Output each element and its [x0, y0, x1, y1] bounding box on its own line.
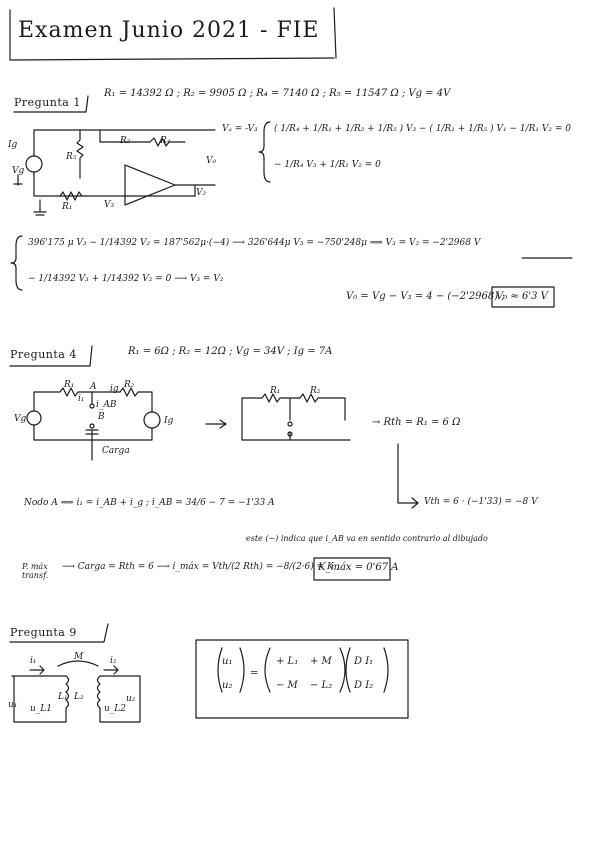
- p1-lbl-v2: V₂: [196, 188, 207, 198]
- p4-lbl-r1: R₁: [64, 380, 75, 390]
- p1-givens: R₁ = 14392 Ω ; R₂ = 9905 Ω ; R₄ = 7140 Ω…: [104, 88, 451, 99]
- p1-system-brace: [10, 235, 23, 291]
- voltage-source-icon: [26, 410, 42, 426]
- p1-lbl-ig: Ig: [8, 140, 18, 150]
- p1-vo: V₀ = Vg − V₃ = 4 − (−2'2968) ;: [346, 291, 505, 302]
- p4-lbl-vg: Vg: [14, 414, 27, 424]
- p9-lbl-l1: L₁: [58, 692, 68, 702]
- p9-lbl-i1: i₁: [30, 656, 37, 666]
- p4-lbl-ig: ig: [110, 384, 119, 394]
- p1-lbl-r2: R₂: [120, 136, 131, 146]
- p4-label: Pregunta 4: [10, 348, 77, 361]
- p4-pmax-label: P. máx transf.: [22, 562, 49, 580]
- p4-nodo: Nodo A ⟹ i₁ = i_AB + i_g ; i_AB = 34/6 −…: [24, 498, 275, 508]
- p4-lbl-a: A: [90, 382, 97, 392]
- p9-r2: D I₂: [354, 680, 374, 691]
- p1-label-underline: [13, 95, 89, 113]
- p1-eq2: − 1/R₄ V₃ + 1/R₁ V₂ = 0: [274, 160, 381, 170]
- p4-thevenin-circuit: [241, 393, 351, 441]
- vth-arrow: [397, 443, 419, 509]
- title-box: [9, 7, 337, 61]
- p1-node-label: Vₐ = -V₃: [222, 124, 258, 134]
- p1-lbl-r5: R₅: [66, 152, 77, 162]
- p4-note: este (−) indica que i_AB va en sentido c…: [246, 534, 488, 543]
- p4-lbl-r2: R₂: [124, 380, 135, 390]
- p1-eq-brace: [258, 121, 271, 183]
- p9-lbl-uc1: u_L1: [30, 704, 52, 714]
- p9-label-underline: [9, 623, 109, 643]
- p9-m12: + M: [310, 656, 332, 667]
- p1-label: Pregunta 1: [14, 96, 81, 109]
- p9-label: Pregunta 9: [10, 626, 77, 639]
- p1-vo-boxed: V₀ ≈ 6'3 V: [496, 291, 548, 302]
- kmax-box: [313, 557, 391, 581]
- page-title: Examen Junio 2021 - FIE: [18, 18, 320, 43]
- p1-sys2: − 1/14392 V₃ + 1/14392 V₂ = 0 ⟶ V₃ = V₂: [28, 274, 224, 284]
- p9-m11: + L₁: [276, 656, 299, 667]
- p4-lbl-iab: i_AB: [96, 400, 117, 410]
- p9-m22: − L₂: [310, 680, 333, 691]
- p9-lbl-u1: u₁: [8, 700, 18, 710]
- current-source-icon-2: [143, 411, 161, 429]
- vo-result-box: [491, 286, 555, 308]
- p4-lbl-carga: Carga: [102, 446, 130, 456]
- p1-circuit: [13, 129, 216, 216]
- p9-lhs-top: u₁: [222, 656, 233, 667]
- p9-matrix-box: [195, 639, 409, 719]
- p4-lbl-igsrc: Ig: [164, 416, 174, 426]
- p4-circuit: [26, 387, 161, 461]
- p1-eq1: ( 1/R₄ + 1/R₁ + 1/R₂ + 1/R₅ ) V₃ − ( 1/R…: [274, 124, 571, 134]
- p9-m21: − M: [276, 680, 298, 691]
- p9-lbl-i2: i₂: [110, 656, 117, 666]
- p9-lbl-l2: L₂: [74, 692, 84, 702]
- matrix-parens: [264, 647, 346, 693]
- p4-lbl-r2b: R₂: [310, 386, 321, 396]
- p9-circuit: [11, 660, 141, 723]
- current-source-icon: [25, 155, 43, 173]
- p9-lbl-m: M: [74, 652, 84, 662]
- rhs-vector-parens: [345, 647, 389, 693]
- p1-lbl-v3: V₃: [104, 200, 115, 210]
- lhs-vector-parens: [217, 647, 245, 693]
- p1-lbl-vo: V₀: [206, 156, 217, 166]
- p9-lbl-uc2: u_L2: [104, 704, 126, 714]
- p9-equals: =: [250, 668, 259, 679]
- p4-lbl-b: B: [98, 412, 105, 422]
- p9-lhs-bot: u₂: [222, 680, 233, 691]
- p4-rth: → Rth = R₁ = 6 Ω: [372, 417, 461, 428]
- p1-lbl-r1: R₁: [62, 202, 73, 212]
- p1-lbl-vg: Vg: [12, 166, 25, 176]
- p1-lbl-r4: R₄: [160, 136, 171, 146]
- p9-r1: D I₁: [354, 656, 374, 667]
- p4-lbl-i1: i₁: [78, 394, 85, 404]
- p4-pmax: ⟶ Carga = Rth = 6 ⟶ i_máx = Vth/(2 Rth) …: [62, 562, 340, 572]
- p4-vth: Vth = 6 · (−1'33) = −8 V: [424, 497, 538, 507]
- p4-label-underline: [9, 345, 93, 367]
- p4-kmax: K_máx = 0'67 A: [318, 562, 399, 573]
- p1-sys1: 396'175 μ V₃ − 1/14392 V₂ = 187'562μ·(−4…: [28, 238, 481, 248]
- p9-lbl-u2: u₂: [126, 694, 136, 704]
- p4-givens: R₁ = 6Ω ; R₂ = 12Ω ; Vg = 34V ; Ig = 7A: [128, 346, 333, 357]
- p4-lbl-r1b: R₁: [270, 386, 281, 396]
